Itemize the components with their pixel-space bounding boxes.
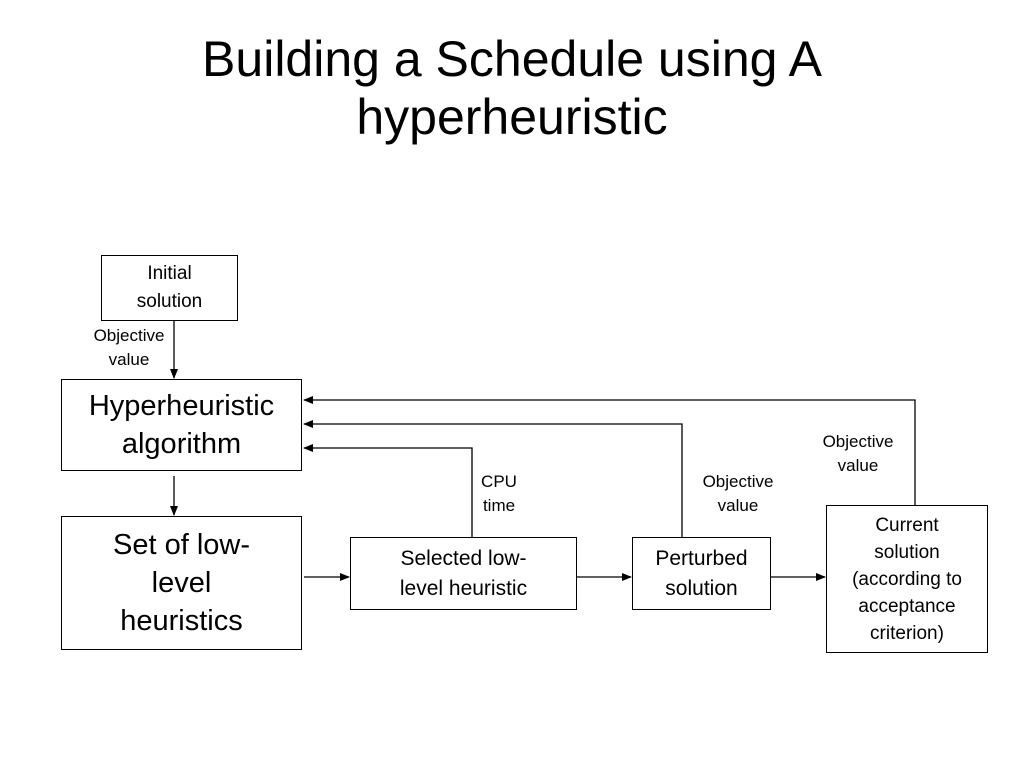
initial-objective-line-2: value	[108, 350, 150, 369]
perturbed-objective-line-2: value	[717, 496, 759, 515]
current-solution-line-2: solution	[874, 541, 940, 563]
page-title-line-2: hyperheuristic	[356, 89, 668, 145]
arrow-cpu-time-feedback	[303, 444, 473, 537]
set-of-heuristics-line-2: level	[151, 567, 212, 599]
current-solution-box: Current solution (according to acceptanc…	[826, 505, 988, 653]
selected-heuristic-line-2: level heuristic	[399, 576, 528, 600]
page-title: Building a Schedule using A hyperheurist…	[0, 30, 1024, 146]
set-of-heuristics-line-3: heuristics	[120, 605, 243, 637]
current-objective-value-label: Objective value	[812, 430, 904, 478]
current-solution-line-3: (according to	[852, 568, 962, 590]
arrow-current-objective-feedback	[303, 396, 916, 505]
set-of-heuristics-line-1: Set of low-	[113, 529, 250, 561]
cpu-time-label: CPU time	[468, 470, 530, 518]
arrow-perturbed-objective-feedback	[303, 420, 683, 537]
page-title-line-1: Building a Schedule using A	[202, 31, 822, 87]
selected-heuristic-line-1: Selected low-	[400, 546, 527, 570]
initial-objective-line-1: Objective	[93, 326, 165, 345]
perturbed-objective-line-1: Objective	[702, 472, 774, 491]
current-objective-line-1: Objective	[822, 432, 894, 451]
perturbed-objective-value-label: Objective value	[692, 470, 784, 518]
hyperheuristic-algorithm-box: Hyperheuristic algorithm	[61, 379, 302, 471]
selected-heuristic-box: Selected low- level heuristic	[350, 537, 577, 610]
initial-objective-value-label: Objective value	[84, 324, 174, 372]
set-of-heuristics-box: Set of low- level heuristics	[61, 516, 302, 650]
initial-solution-line-1: Initial	[147, 263, 192, 284]
cpu-time-line-1: CPU	[481, 472, 517, 491]
hyperheuristic-line-2: algorithm	[121, 428, 242, 460]
initial-solution-box: Initial solution	[101, 255, 238, 321]
hyperheuristic-line-1: Hyperheuristic	[88, 390, 275, 422]
current-solution-line-5: criterion)	[870, 622, 944, 644]
current-objective-line-2: value	[837, 456, 879, 475]
initial-solution-line-2: solution	[136, 291, 203, 312]
cpu-time-line-2: time	[482, 496, 516, 515]
perturbed-solution-line-2: solution	[665, 576, 738, 600]
current-solution-line-4: acceptance	[858, 595, 956, 617]
perturbed-solution-line-1: Perturbed	[655, 546, 748, 570]
current-solution-line-1: Current	[875, 514, 939, 536]
perturbed-solution-box: Perturbed solution	[632, 537, 771, 610]
